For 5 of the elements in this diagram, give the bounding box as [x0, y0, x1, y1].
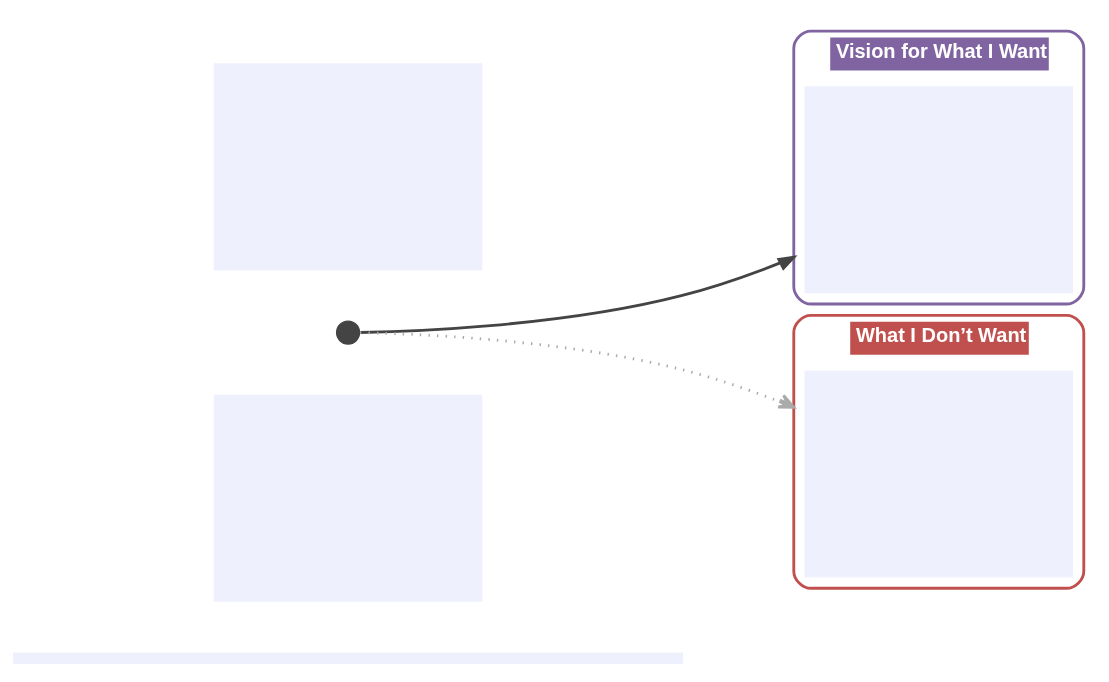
cluster: What I Don’t Want — [792, 313, 1086, 590]
cluster: Vision for What I Want — [792, 29, 1086, 305]
arrow — [360, 330, 796, 409]
node-circle — [335, 319, 361, 345]
arrow — [360, 254, 798, 334]
